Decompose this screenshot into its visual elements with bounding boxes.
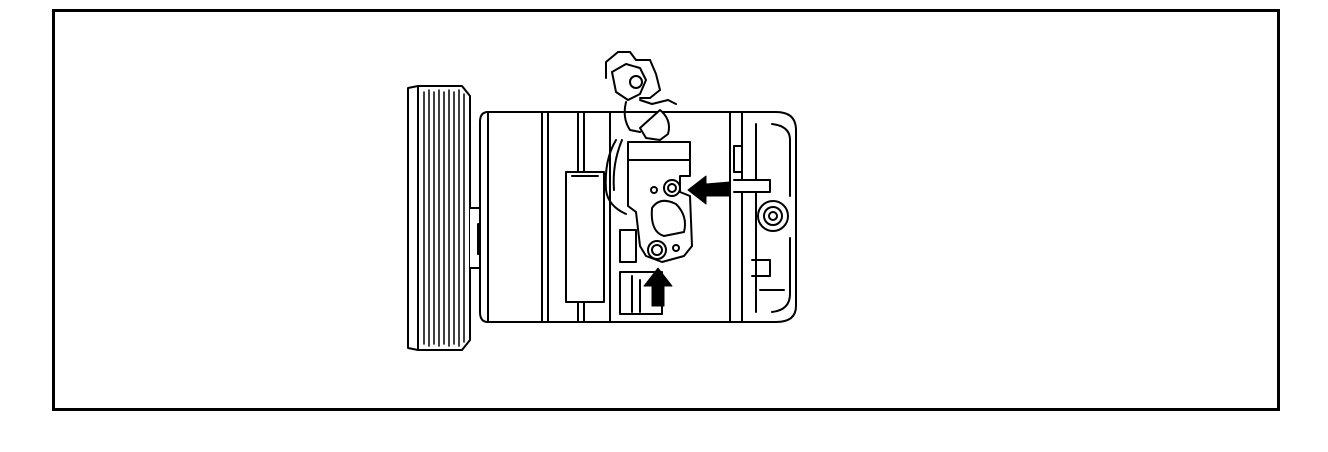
upper-bolt-arrow: [687, 175, 731, 205]
rear-head: [729, 111, 797, 323]
figure-frame: [52, 9, 1280, 411]
pulley: [407, 85, 471, 351]
pulley-grooves: [423, 89, 465, 347]
wiring-harness: [604, 51, 677, 215]
mounting-bracket: [627, 141, 693, 263]
lower-bolt-arrow: [643, 267, 673, 307]
mount-panel: [565, 171, 605, 303]
